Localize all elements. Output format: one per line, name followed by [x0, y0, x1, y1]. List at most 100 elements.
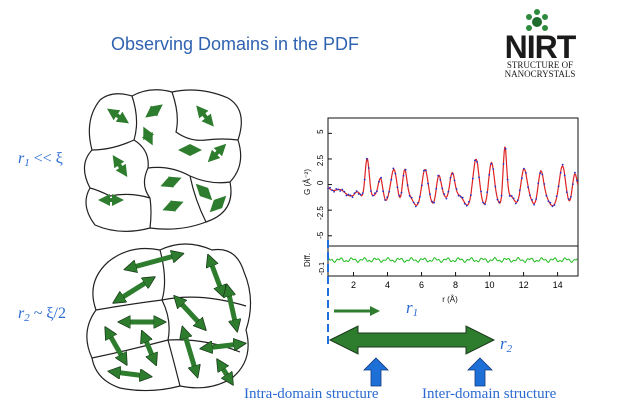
data-point: [416, 202, 419, 204]
nirt-logo: NIRT STRUCTURE OF NANOCRYSTALS: [505, 9, 578, 79]
data-point: [488, 174, 491, 176]
data-point: [549, 201, 552, 204]
r2-marker-sub: 2: [506, 343, 513, 355]
data-point: [574, 171, 576, 174]
r2-relation: ~ ξ/2: [29, 305, 66, 322]
data-point: [502, 163, 505, 165]
data-point: [533, 203, 535, 206]
data-point: [445, 197, 448, 200]
data-point: [470, 194, 472, 197]
data-point: [378, 180, 380, 183]
data-point: [482, 201, 484, 204]
intra-pointer-arrow: [363, 357, 389, 387]
data-point: [525, 172, 527, 174]
data-point: [423, 169, 425, 172]
data-point: [576, 179, 578, 182]
data-point: [427, 182, 429, 185]
x-tick-label: 10: [485, 280, 495, 290]
data-point: [516, 199, 519, 202]
page-title: Observing Domains in the PDF: [110, 34, 360, 54]
difference-curve: [327, 256, 578, 264]
r1-sub: 1: [24, 157, 30, 169]
x-tick-label: 8: [453, 280, 458, 290]
data-point: [441, 187, 444, 190]
diff-axis-label: Diff.: [303, 253, 312, 267]
data-point: [480, 190, 482, 193]
data-point: [567, 198, 570, 200]
data-point: [461, 196, 464, 199]
data-point: [347, 193, 350, 196]
data-point: [545, 194, 548, 197]
small-arrows: [98, 104, 227, 213]
data-point: [425, 169, 427, 172]
r2-var: r: [18, 305, 25, 322]
y-tick-label: 0: [316, 180, 325, 185]
data-point: [331, 189, 333, 192]
data-point: [494, 185, 497, 188]
data-point: [492, 168, 495, 170]
data-point: [553, 204, 556, 206]
data-point: [365, 157, 368, 160]
data-point: [490, 163, 493, 165]
data-point: [527, 186, 529, 188]
r2-domain-label: r2 ~ ξ/2: [18, 305, 66, 324]
data-point: [370, 190, 372, 192]
data-point: [453, 179, 456, 182]
r2-range-arrow: [328, 325, 496, 355]
molecule-icon: [526, 9, 548, 31]
data-point: [433, 201, 435, 204]
data-point: [523, 167, 525, 170]
data-point: [561, 163, 564, 166]
data-point: [531, 199, 533, 201]
r2-marker-var: r: [500, 334, 507, 353]
data-point: [337, 188, 340, 191]
data-point: [382, 190, 384, 193]
r1-marker-var: r: [406, 298, 413, 317]
x-tick-label: 14: [553, 280, 563, 290]
data-point: [355, 190, 358, 192]
data-point: [563, 174, 566, 177]
data-point: [361, 192, 364, 194]
data-point: [421, 184, 423, 187]
x-tick-label: 4: [385, 280, 390, 290]
data-point: [459, 195, 462, 198]
diff-tick-label: -D.1: [319, 262, 326, 275]
domains-diagram: [83, 89, 252, 392]
data-point: [559, 171, 562, 174]
data-point: [343, 190, 346, 193]
data-point: [514, 202, 517, 205]
data-point: [398, 194, 401, 197]
logo-subtitle-2: NANOCRYSTALS: [505, 69, 576, 79]
data-point: [572, 183, 574, 185]
fit-curve: [327, 146, 579, 207]
data-point: [341, 188, 344, 191]
data-point: [467, 201, 470, 203]
r1-marker-label: r1: [406, 298, 418, 319]
data-point: [349, 194, 352, 197]
data-point: [510, 195, 513, 197]
data-point: [410, 196, 413, 199]
inter-domain-caption: Inter-domain structure: [422, 386, 557, 402]
data-point: [351, 196, 354, 199]
data-point: [408, 194, 411, 197]
data-point: [570, 196, 572, 198]
y-tick-label: 2.5: [316, 154, 325, 166]
data-point: [500, 194, 503, 197]
data-point: [404, 168, 407, 171]
inter-pointer-arrow: [467, 357, 493, 387]
data-point: [400, 191, 403, 194]
data-point: [394, 172, 397, 175]
data-point: [506, 178, 509, 181]
data-point: [390, 178, 393, 181]
x-tick-label: 2: [351, 280, 356, 290]
data-point: [547, 200, 550, 203]
data-point: [372, 194, 374, 197]
data-point: [535, 198, 538, 200]
data-point: [551, 205, 554, 208]
x-tick-label: 12: [519, 280, 529, 290]
r1-marker-sub: 1: [412, 307, 419, 319]
main-plot-frame: [327, 117, 579, 247]
data-point: [557, 185, 560, 188]
x-tick-label: 6: [419, 280, 424, 290]
r2-sub: 2: [24, 312, 30, 324]
